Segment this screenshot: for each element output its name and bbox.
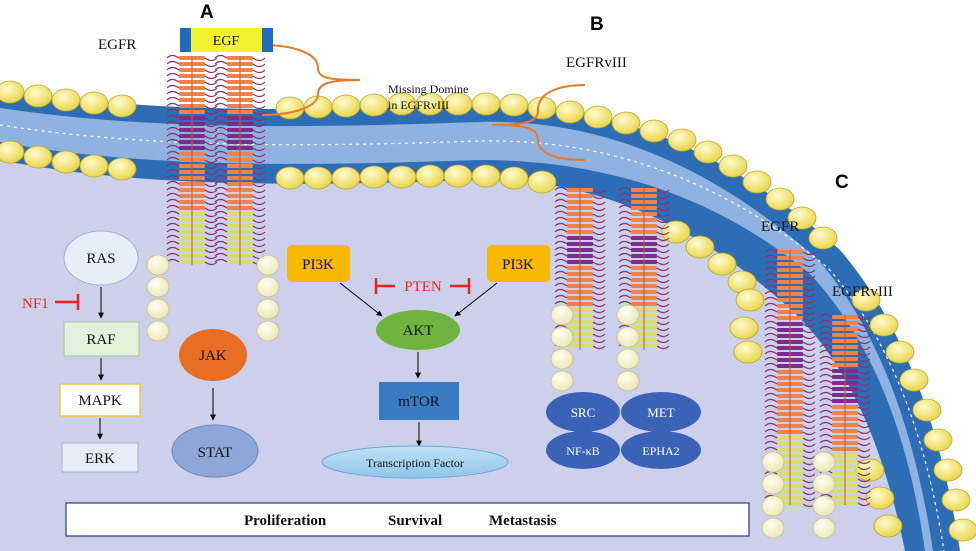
src-node <box>546 392 620 432</box>
lipid-head <box>256 320 280 342</box>
raf-node <box>63 321 140 357</box>
nf1-inhibit-icon <box>55 294 80 310</box>
egfr-label-a: EGFR <box>98 37 136 53</box>
mapk-node <box>59 383 141 417</box>
lipid-head <box>146 320 170 342</box>
lipid-head <box>616 326 640 348</box>
epha2-node <box>621 431 701 469</box>
lipid-head <box>616 304 640 326</box>
lipid-head <box>812 473 836 495</box>
lipid-head <box>146 254 170 276</box>
jak-label: JAK <box>199 348 227 364</box>
missing-domain-label-line1: Missing Domine <box>388 82 468 96</box>
transcription-factor-node <box>321 445 509 479</box>
pi3k-left-node <box>287 245 350 282</box>
met-label: MET <box>647 405 675 420</box>
epha2-label: EPHA2 <box>642 444 679 458</box>
lipid-head <box>812 451 836 473</box>
lipid-head <box>616 348 640 370</box>
stat-node <box>171 424 259 478</box>
egfr-receptor-a2 <box>214 54 266 266</box>
ras-label: RAS <box>86 251 115 267</box>
pi3k-left-label: PI3K <box>302 257 334 273</box>
outcome-bar <box>65 502 750 537</box>
egfrviii-receptor-b1 <box>554 186 606 350</box>
lipid-head <box>616 370 640 392</box>
egfr-receptor-a1 <box>166 54 218 266</box>
erk-label: ERK <box>85 451 115 467</box>
lipid-head <box>550 348 574 370</box>
lipid-head <box>256 276 280 298</box>
missing-domain-label-line2: in EGFRvIII <box>388 98 449 112</box>
lipid-head <box>256 298 280 320</box>
missing-domain-brackets <box>261 44 586 161</box>
met-node <box>621 392 701 432</box>
nfkb-label: NF-κB <box>566 444 599 458</box>
egfr-label-c: EGFR <box>761 219 799 235</box>
pi3k-right-label: PI3K <box>502 257 534 273</box>
egf-label: EGF <box>213 34 240 49</box>
egfrviii-label-c: EGFRvIII <box>832 284 893 300</box>
mtor-node <box>379 382 459 420</box>
lipid-head <box>761 517 785 539</box>
egfr-receptor-c <box>764 248 816 508</box>
nf1-label: NF1 <box>22 296 49 312</box>
pten-label: PTEN <box>404 279 442 295</box>
lipid-head <box>812 495 836 517</box>
stat-label: STAT <box>198 445 233 461</box>
lipid-head <box>256 254 280 276</box>
akt-label: AKT <box>403 323 434 339</box>
outcome-proliferation: Proliferation <box>244 513 327 529</box>
lipid-head <box>812 517 836 539</box>
outcome-metastasis: Metastasis <box>489 513 557 529</box>
outcome-survival: Survival <box>388 513 442 529</box>
pten-inhibit-icon <box>374 278 471 294</box>
pi3k-right-node <box>487 245 550 282</box>
lipid-head <box>550 304 574 326</box>
raf-label: RAF <box>86 332 115 348</box>
panel-label-a: A <box>200 2 214 23</box>
inner-lipid-heads <box>0 140 903 538</box>
egf-ligand: EGF <box>180 28 273 52</box>
mapk-label: MAPK <box>78 393 122 409</box>
src-label: SRC <box>571 405 596 420</box>
lipid-head <box>761 473 785 495</box>
lipid-head <box>761 495 785 517</box>
jak-node <box>179 329 247 381</box>
akt-node <box>376 310 460 350</box>
lipid-head <box>146 298 170 320</box>
lipid-head <box>761 451 785 473</box>
erk-node <box>61 442 139 473</box>
lipid-head <box>146 276 170 298</box>
outer-lipid-heads <box>0 80 976 542</box>
panel-label-c: C <box>835 172 849 193</box>
receptor-group <box>146 54 871 539</box>
membrane-inner-band <box>0 108 933 551</box>
ras-node <box>63 230 139 286</box>
egfrviii-receptor-b2 <box>618 186 670 350</box>
egfrviii-receptor-c <box>819 313 871 507</box>
nfkb-node <box>546 431 620 469</box>
mtor-label: mTOR <box>398 394 439 410</box>
lipid-head <box>550 326 574 348</box>
panel-label-b: B <box>590 14 604 35</box>
transcription-factor-label: Transcription Factor <box>366 456 464 470</box>
lipid-head <box>550 370 574 392</box>
egfrviii-label-b: EGFRvIII <box>566 55 627 71</box>
